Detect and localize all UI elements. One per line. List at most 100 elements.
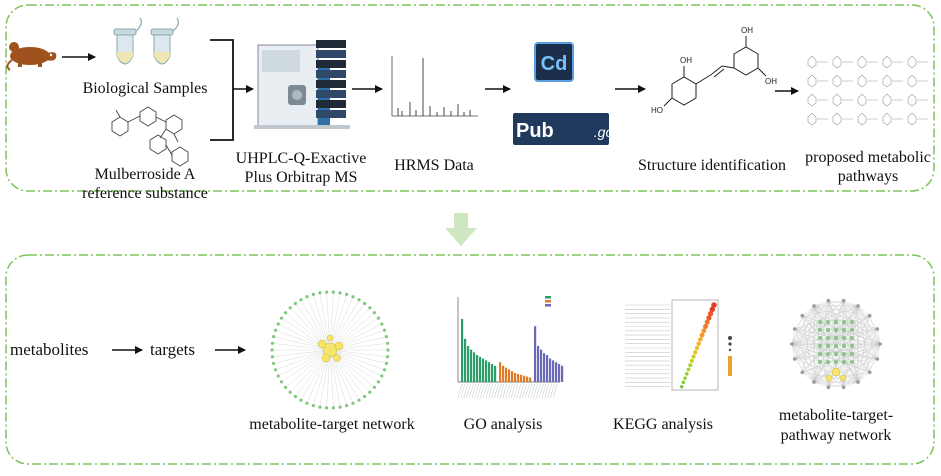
pathways-label-line1: proposed metabolic: [805, 148, 931, 167]
metabolites-label: metabolites: [10, 340, 88, 360]
network-node: [339, 406, 342, 409]
network-node: [373, 311, 376, 314]
down-arrow: [445, 213, 477, 246]
merge-bracket: [210, 40, 233, 140]
go-bar: [499, 362, 501, 382]
target-node: [818, 344, 822, 348]
target-node: [850, 328, 854, 332]
pathway-node: [793, 357, 797, 361]
network-node: [277, 322, 280, 325]
network-node: [318, 291, 321, 294]
network-node: [380, 374, 383, 377]
network-node: [289, 391, 292, 394]
network-node: [383, 329, 386, 332]
kegg-size-legend: [728, 342, 731, 345]
go-bar: [549, 359, 551, 382]
kegg-bubble: [683, 376, 687, 380]
go-legend-swatch: [545, 300, 551, 303]
network-node: [280, 380, 283, 383]
reference-label-line1: Mulberroside A: [95, 165, 196, 184]
pathway-ring: [883, 113, 891, 125]
pathway-node: [790, 342, 794, 346]
pubmed-logo-text: PubMed.gov: [516, 120, 621, 142]
network-node: [363, 395, 366, 398]
kegg-bubble: [693, 350, 697, 354]
tube-icon: [114, 18, 141, 64]
pathway-ring: [908, 56, 916, 68]
kegg-bubble: [700, 333, 705, 338]
go-bar: [467, 346, 469, 382]
target-node: [818, 360, 822, 364]
kegg-bubble: [703, 324, 708, 329]
kegg-bubble: [687, 368, 691, 372]
network-node: [339, 291, 342, 294]
kegg-size-legend: [728, 336, 732, 340]
target-node: [842, 344, 846, 348]
go-bar: [546, 355, 548, 382]
kegg-bubble: [685, 372, 689, 376]
go-legend-swatch: [545, 296, 551, 299]
network-node: [351, 295, 354, 298]
target-node: [842, 336, 846, 340]
target-node: [818, 336, 822, 340]
tube-icon: [151, 18, 178, 64]
go-bar: [502, 366, 504, 382]
target-node: [850, 352, 854, 356]
pathway-ring: [858, 56, 866, 68]
pathways-label-line2: pathways: [838, 167, 898, 186]
pathway-ring: [883, 94, 891, 106]
pathway-ring: [858, 75, 866, 87]
pathway-node: [827, 386, 831, 390]
pathway-node: [856, 304, 860, 308]
pathway-node: [801, 314, 805, 318]
network-label: metabolite-target network: [249, 415, 414, 434]
go-bar: [540, 350, 542, 382]
pathway-node: [801, 371, 805, 375]
pubmed-med-wrap: Med: [554, 120, 594, 142]
network-node: [385, 335, 388, 338]
pathway-ring: [833, 94, 841, 106]
target-node: [834, 344, 838, 348]
target-node: [826, 352, 830, 356]
metabolite-node: [832, 368, 840, 376]
network-node: [299, 298, 302, 301]
network-node: [272, 362, 275, 365]
software-logo-text: Cd: [541, 53, 568, 75]
network-node: [274, 329, 277, 332]
network-node: [386, 342, 389, 345]
network-node: [271, 355, 274, 358]
compound-discoverer-logo: Cd: [535, 43, 573, 81]
hrms-label: HRMS Data: [394, 156, 474, 175]
go-bar: [520, 375, 522, 382]
target-node: [834, 352, 838, 356]
go-bar: [476, 355, 478, 382]
kegg-size-legend: [729, 349, 731, 351]
network-node: [312, 293, 315, 296]
pathway-node: [868, 371, 872, 375]
go-bar: [534, 326, 536, 382]
go-bar: [482, 359, 484, 382]
network-node: [332, 406, 335, 409]
network-node: [318, 406, 321, 409]
go-bar: [470, 350, 472, 382]
network-node: [274, 368, 277, 371]
go-label: GO analysis: [464, 415, 543, 434]
go-bar: [537, 346, 539, 382]
pathway-ring: [808, 113, 816, 125]
network-node: [284, 386, 287, 389]
target-node: [834, 336, 838, 340]
target-node: [842, 352, 846, 356]
go-bar: [558, 364, 560, 382]
network-node: [271, 342, 274, 345]
go-bar: [488, 362, 490, 382]
pathway-edge: [852, 322, 877, 329]
target-node: [818, 328, 822, 332]
pathway-network-icon: [790, 299, 882, 389]
kegg-bubble: [690, 359, 694, 363]
oh-label: OH: [741, 26, 753, 35]
go-bar: [508, 369, 510, 382]
metabolite-target-network-icon: [270, 291, 389, 410]
pathway-ring: [908, 113, 916, 125]
metabolite-node: [334, 355, 341, 362]
target-node: [826, 320, 830, 324]
